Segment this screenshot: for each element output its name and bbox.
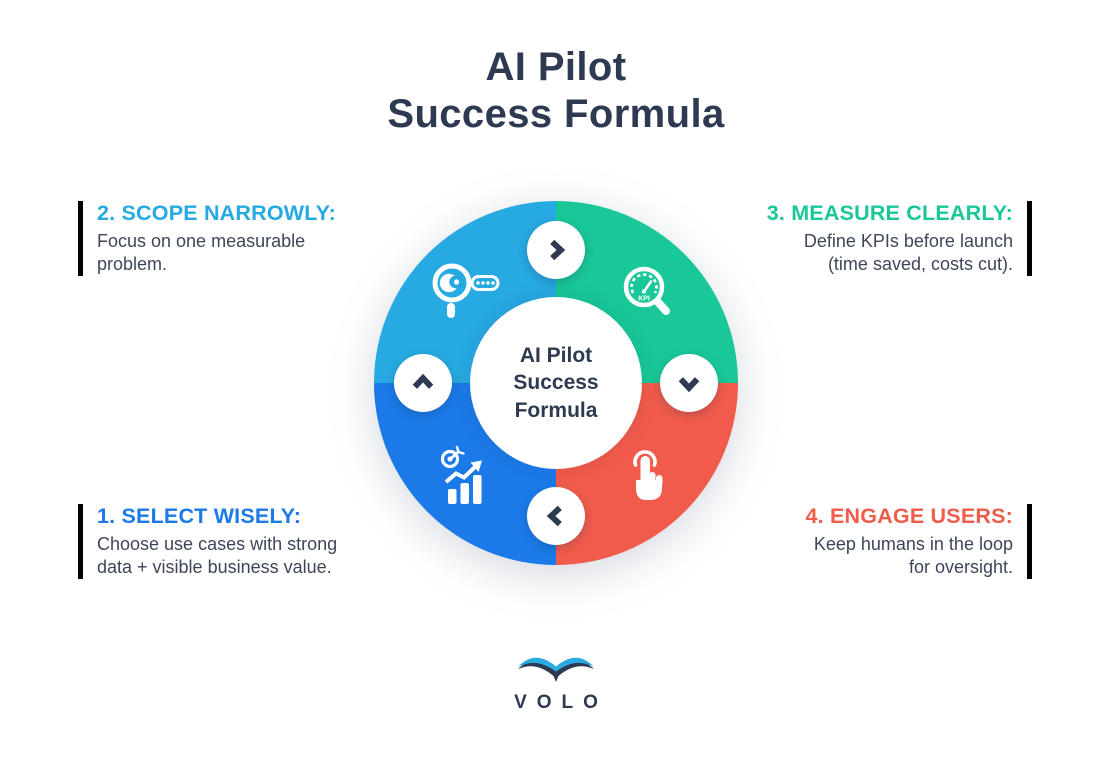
bird-icon (518, 657, 594, 682)
page-title-line1: AI Pilot (485, 45, 627, 89)
flow-node-right (660, 354, 718, 412)
step-measure-body: Define KPIs before launch (time saved, c… (803, 231, 1013, 275)
tap-hand-icon (633, 450, 663, 500)
chevron-left-icon (546, 505, 562, 527)
chevron-right-icon (550, 239, 566, 261)
step-engage-body: Keep humans in the loop for oversight. (813, 534, 1013, 578)
kpi-gauge-magnifier-icon: KPI (623, 266, 670, 315)
brand-wordmark: VOLO (514, 692, 608, 713)
step-scope-heading: 2. SCOPE NARROWLY: (97, 201, 336, 225)
cycle-wheel: KPI (374, 201, 738, 565)
step-measure-heading: 3. MEASURE CLEARLY: (766, 201, 1013, 225)
step-scope-body: Focus on one measurable problem. (97, 231, 306, 275)
step-select-wisely: 1. SELECT WISELY: Choose use cases with … (78, 504, 419, 580)
kpi-gauge-label: KPI (638, 296, 650, 303)
step-scope-narrowly: 2. SCOPE NARROWLY: Focus on one measurab… (78, 201, 419, 277)
brand-logo: VOLO (476, 650, 636, 714)
flow-node-left (394, 354, 452, 412)
page-title-line2: Success Formula (387, 92, 725, 137)
page-title: AI Pilot Success Formula (0, 44, 1112, 138)
growth-chart-target-icon (440, 445, 482, 504)
step-select-heading: 1. SELECT WISELY: (97, 504, 302, 528)
magnifier-eye-icon (432, 263, 500, 318)
step-measure-clearly: 3. MEASURE CLEARLY: Define KPIs before l… (691, 201, 1032, 277)
flow-node-top (527, 221, 585, 279)
chevron-up-icon (412, 373, 434, 389)
wheel-center-label: AI Pilot Success Formula (470, 297, 642, 469)
flow-node-bottom (527, 487, 585, 545)
step-select-body: Choose use cases with strong data + visi… (97, 534, 338, 578)
step-engage-heading: 4. ENGAGE USERS: (805, 504, 1013, 528)
chevron-down-icon (678, 377, 700, 393)
step-engage-users: 4. ENGAGE USERS: Keep humans in the loop… (691, 504, 1032, 580)
